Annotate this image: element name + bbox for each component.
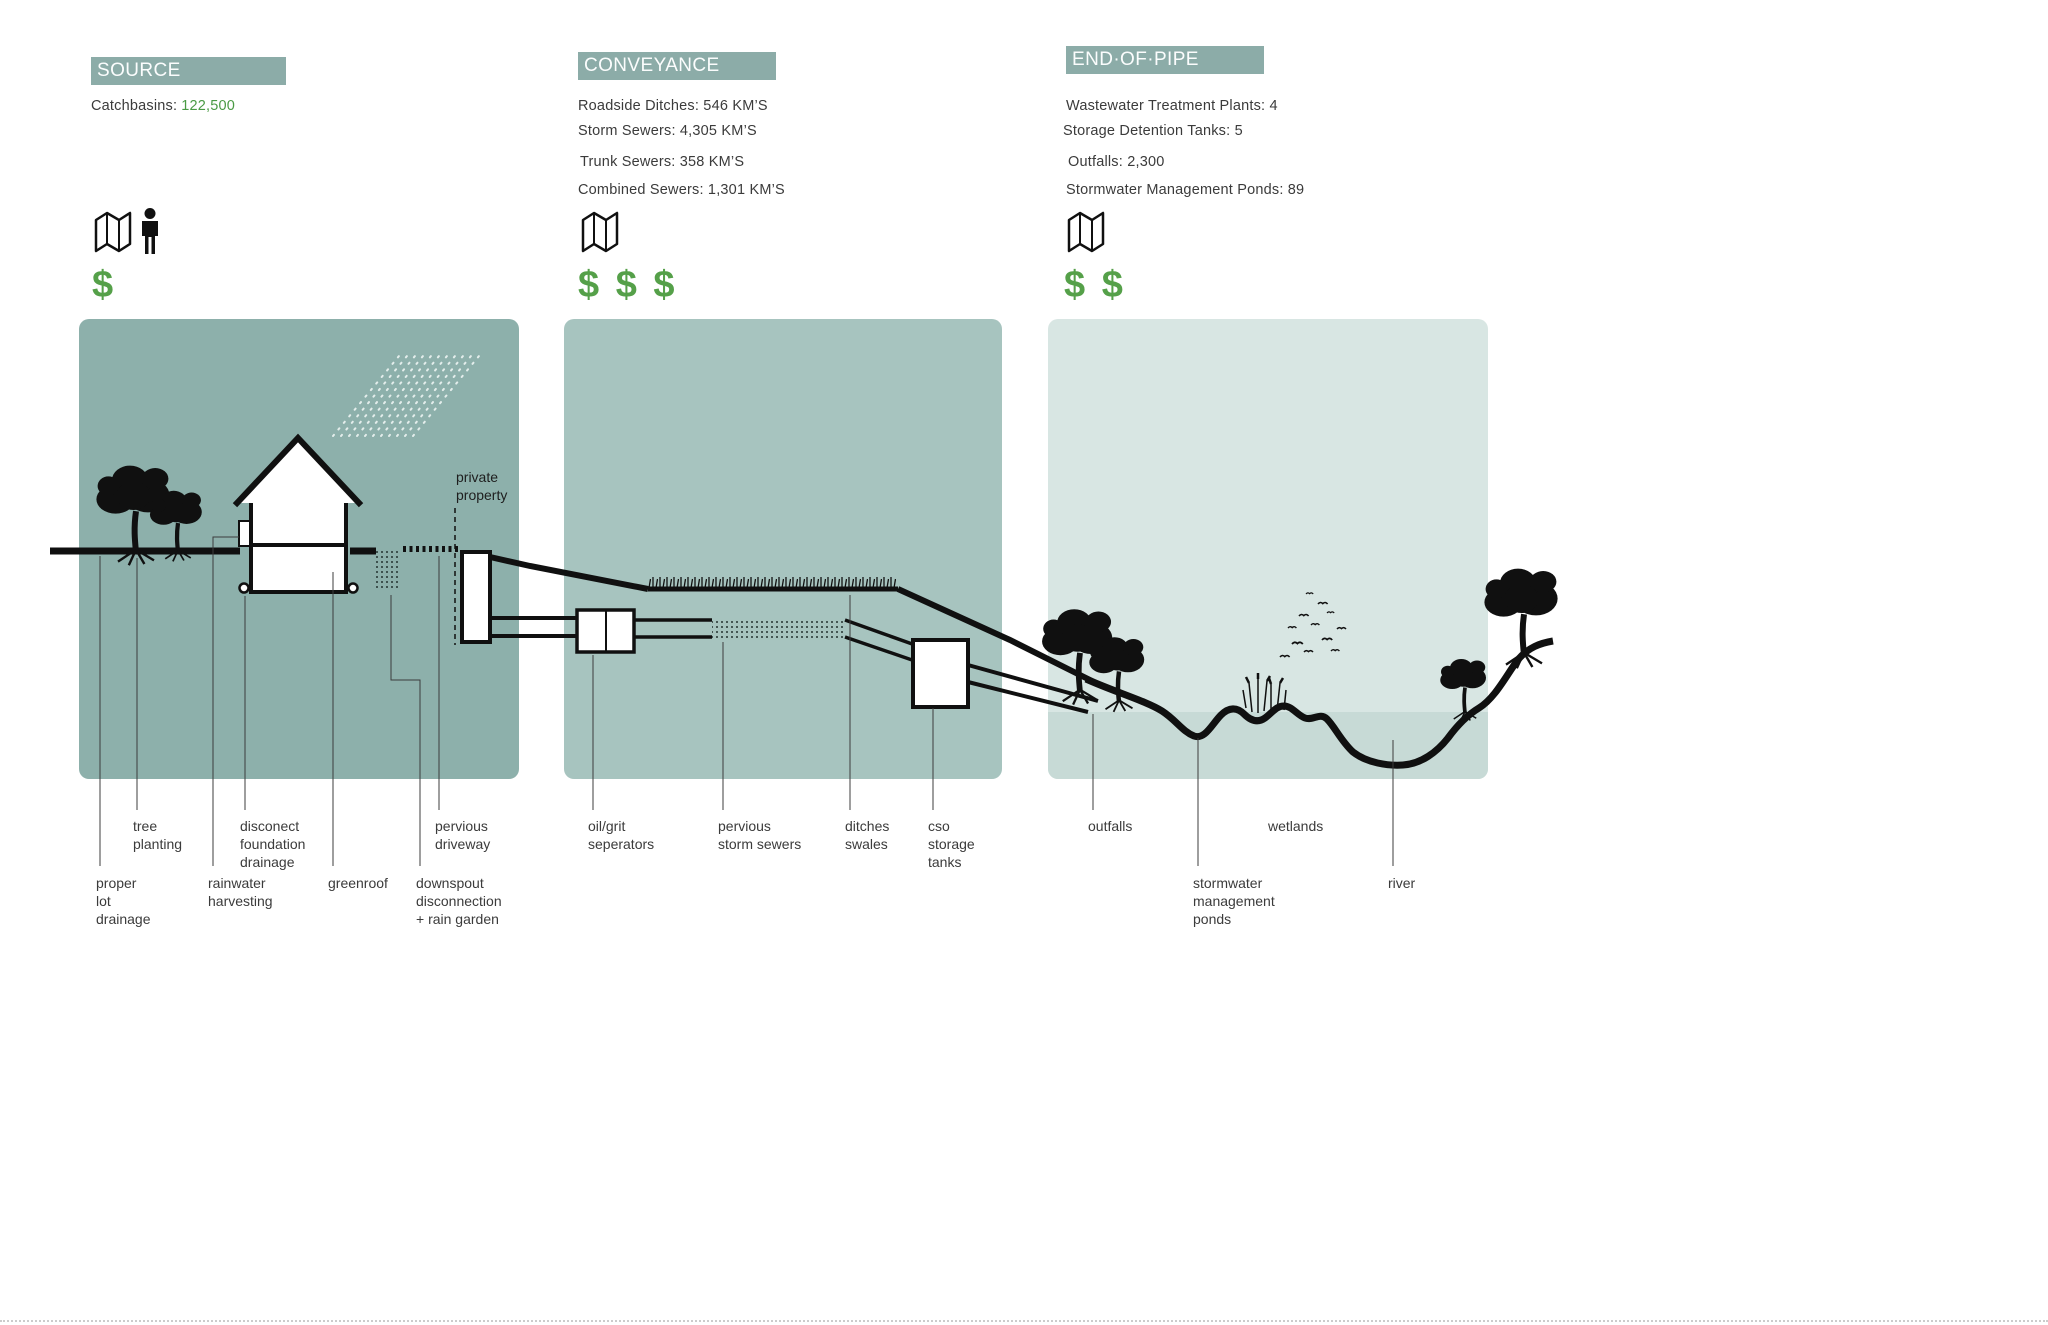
label-rainwater-harvesting: rainwater harvesting — [208, 875, 273, 909]
map-icon — [94, 211, 132, 253]
map-icon — [1067, 211, 1105, 253]
catchbasin-shaft — [460, 550, 492, 644]
rain-icon — [332, 355, 480, 437]
label-river: river — [1388, 875, 1416, 891]
label-ditches-swales: ditches swales — [845, 818, 890, 852]
stat-storm-sewers: Storm Sewers: 4,305 KM’S — [578, 123, 757, 139]
storm-sewer-pipes — [490, 616, 1099, 714]
stat-stormwater-ponds: Stormwater Management Ponds: 89 — [1066, 182, 1305, 198]
pond-terrain-line — [1084, 637, 1554, 769]
stat-detention-tanks: Storage Detention Tanks: 5 — [1063, 123, 1243, 139]
rain-garden-texture — [374, 549, 401, 591]
section-header-end-of-pipe: END·OF·PIPE — [1066, 46, 1264, 74]
stat-catchbasins: Catchbasins:122,500 — [91, 98, 235, 114]
birds-icon — [1279, 592, 1347, 658]
panel-end-of-pipe — [1048, 319, 1488, 779]
label-cso-storage-tanks: cso storage tanks — [928, 818, 975, 870]
label-oil-grit-seperators: oil/grit seperators — [588, 818, 655, 852]
label-disconnect-foundation: disconect foundation drainage — [240, 818, 306, 870]
cost-indicator-conveyance: $ $ $ — [578, 264, 676, 306]
grass-swale — [648, 575, 896, 589]
cost-indicator-source: $ — [92, 264, 115, 306]
leader-lines — [99, 536, 1394, 866]
rain-barrel — [238, 520, 251, 547]
tree-icon — [1484, 569, 1557, 669]
stat-combined-sewers: Combined Sewers: 1,301 KM’S — [578, 182, 785, 198]
stat-catchbasins-value: 122,500 — [181, 98, 236, 114]
section-header-source: SOURCE — [91, 57, 286, 85]
private-property-label: private property — [456, 469, 508, 503]
label-pervious-driveway: pervious driveway — [435, 818, 491, 852]
stat-trunk-sewers: Trunk Sewers: 358 KM’S — [580, 154, 745, 170]
label-pervious-storm-sewers: pervious storm sewers — [718, 818, 802, 852]
section-header-conveyance: CONVEYANCE — [578, 52, 776, 80]
page-edge-line — [0, 1320, 2048, 1322]
label-downspout-disconnection: downspout disconnection + rain garden — [416, 875, 502, 927]
stat-roadside-ditches: Roadside Ditches: 546 KM’S — [578, 98, 768, 114]
stat-outfalls: Outfalls: 2,300 — [1068, 154, 1165, 170]
pervious-storm-sewer-texture — [712, 618, 845, 639]
label-stormwater-management-ponds: stormwater management ponds — [1193, 875, 1275, 927]
cso-storage-tank-box — [911, 638, 970, 709]
map-icon — [581, 211, 619, 253]
pond-water — [1048, 712, 1488, 779]
ground-line — [50, 546, 460, 555]
label-outfalls: outfalls — [1088, 818, 1133, 834]
house-cross-section — [232, 433, 364, 594]
wetland-reeds — [1242, 673, 1287, 714]
label-greenroof: greenroof — [328, 875, 388, 891]
label-wetlands: wetlands — [1268, 818, 1324, 834]
person-icon — [142, 208, 158, 254]
weeping-tile — [238, 582, 250, 594]
label-tree-planting: tree planting — [133, 818, 183, 852]
stat-catchbasins-label: Catchbasins: — [91, 98, 178, 114]
stat-wastewater-plants: Wastewater Treatment Plants: 4 — [1066, 98, 1278, 114]
label-proper-lot-drainage: proper lot drainage — [96, 875, 151, 927]
cost-indicator-end-of-pipe: $ $ — [1064, 264, 1124, 306]
weeping-tile — [347, 582, 359, 594]
